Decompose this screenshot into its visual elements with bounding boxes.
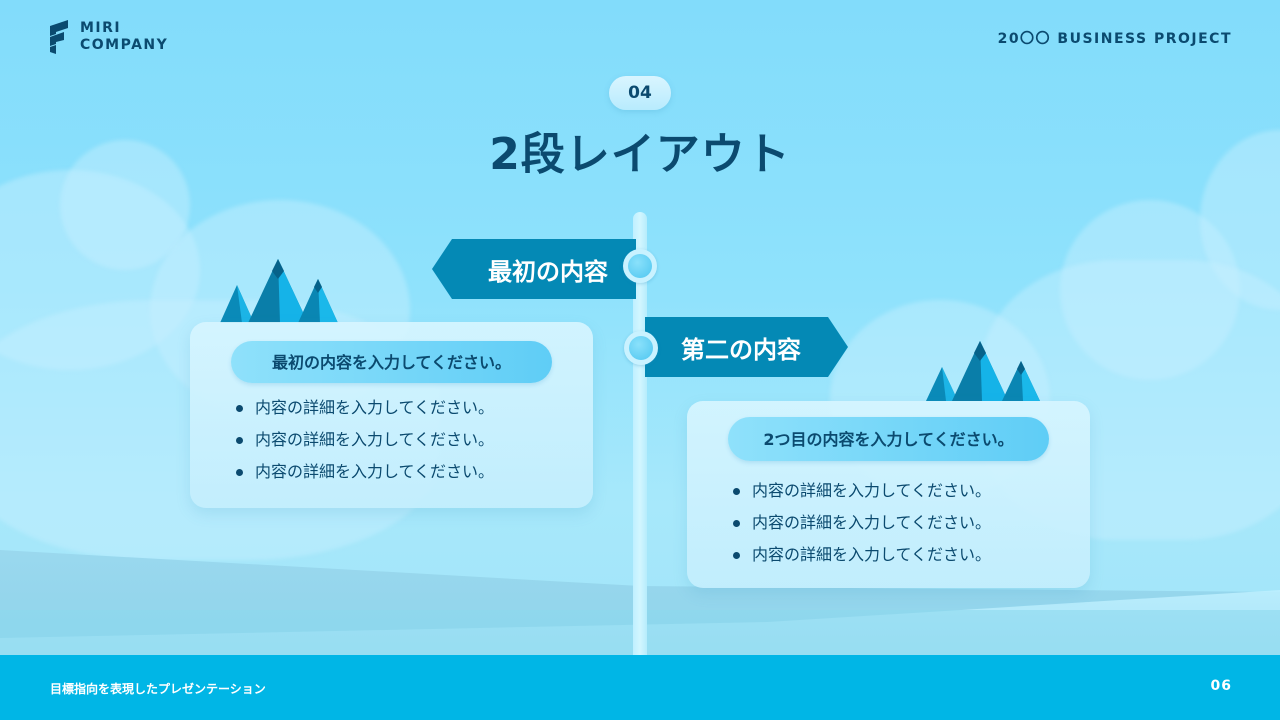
sign-label: 第二の内容	[681, 335, 801, 364]
bullet-icon	[733, 488, 740, 495]
page-number: 06	[1210, 678, 1232, 694]
list-item-text: 内容の詳細を入力してください。	[255, 398, 495, 417]
background-cloud	[0, 170, 200, 370]
footer-caption: 目標指向を表現したプレゼンテーション	[50, 682, 266, 696]
list-item: 内容の詳細を入力してください。	[236, 396, 494, 428]
section-number-badge: 04	[609, 76, 671, 110]
bullet-icon	[236, 437, 243, 444]
signpost-pole	[633, 212, 647, 662]
bullet-icon	[236, 405, 243, 412]
bullet-list: 内容の詳細を入力してください。 内容の詳細を入力してください。 内容の詳細を入力…	[733, 479, 991, 575]
signpost-arrow-first: 最初の内容	[432, 239, 636, 299]
list-item-text: 内容の詳細を入力してください。	[752, 513, 992, 532]
list-item: 内容の詳細を入力してください。	[236, 428, 494, 460]
background-cloud	[1060, 200, 1240, 380]
signpost-arrow-second: 第二の内容	[645, 317, 848, 377]
project-label: 20〇〇 BUSINESS PROJECT	[997, 31, 1232, 47]
mountains-icon	[220, 259, 338, 323]
list-item: 内容の詳細を入力してください。	[733, 511, 991, 543]
bullet-icon	[733, 552, 740, 559]
list-item: 内容の詳細を入力してください。	[733, 479, 991, 511]
card-heading: 2つ目の内容を入力してください。	[728, 417, 1049, 461]
content-card-first: 最初の内容を入力してください。 内容の詳細を入力してください。 内容の詳細を入力…	[190, 322, 593, 508]
bullet-icon	[236, 469, 243, 476]
list-item-text: 内容の詳細を入力してください。	[255, 430, 495, 449]
mountains-icon	[926, 341, 1040, 401]
card-heading: 最初の内容を入力してください。	[231, 341, 552, 383]
logo-line-2: COMPANY	[80, 37, 169, 53]
logo-text: MIRI COMPANY	[80, 20, 168, 54]
list-item-text: 内容の詳細を入力してください。	[752, 545, 992, 564]
company-logo: MIRI COMPANY	[48, 20, 168, 54]
list-item-text: 内容の詳細を入力してください。	[752, 481, 992, 500]
bullet-icon	[733, 520, 740, 527]
content-card-second: 2つ目の内容を入力してください。 内容の詳細を入力してください。 内容の詳細を入…	[687, 401, 1090, 588]
bullet-list: 内容の詳細を入力してください。 内容の詳細を入力してください。 内容の詳細を入力…	[236, 396, 494, 492]
signpost-node-icon	[624, 331, 658, 365]
list-item-text: 内容の詳細を入力してください。	[255, 462, 495, 481]
list-item: 内容の詳細を入力してください。	[733, 543, 991, 575]
background-cloud	[60, 140, 190, 270]
sign-label: 最初の内容	[488, 257, 608, 286]
logo-icon	[50, 20, 68, 54]
logo-line-1: MIRI	[80, 20, 122, 36]
footer-bar	[0, 655, 1280, 720]
list-item: 内容の詳細を入力してください。	[236, 460, 494, 492]
signpost-node-icon	[623, 249, 657, 283]
page-title: 2段レイアウト	[489, 129, 791, 180]
